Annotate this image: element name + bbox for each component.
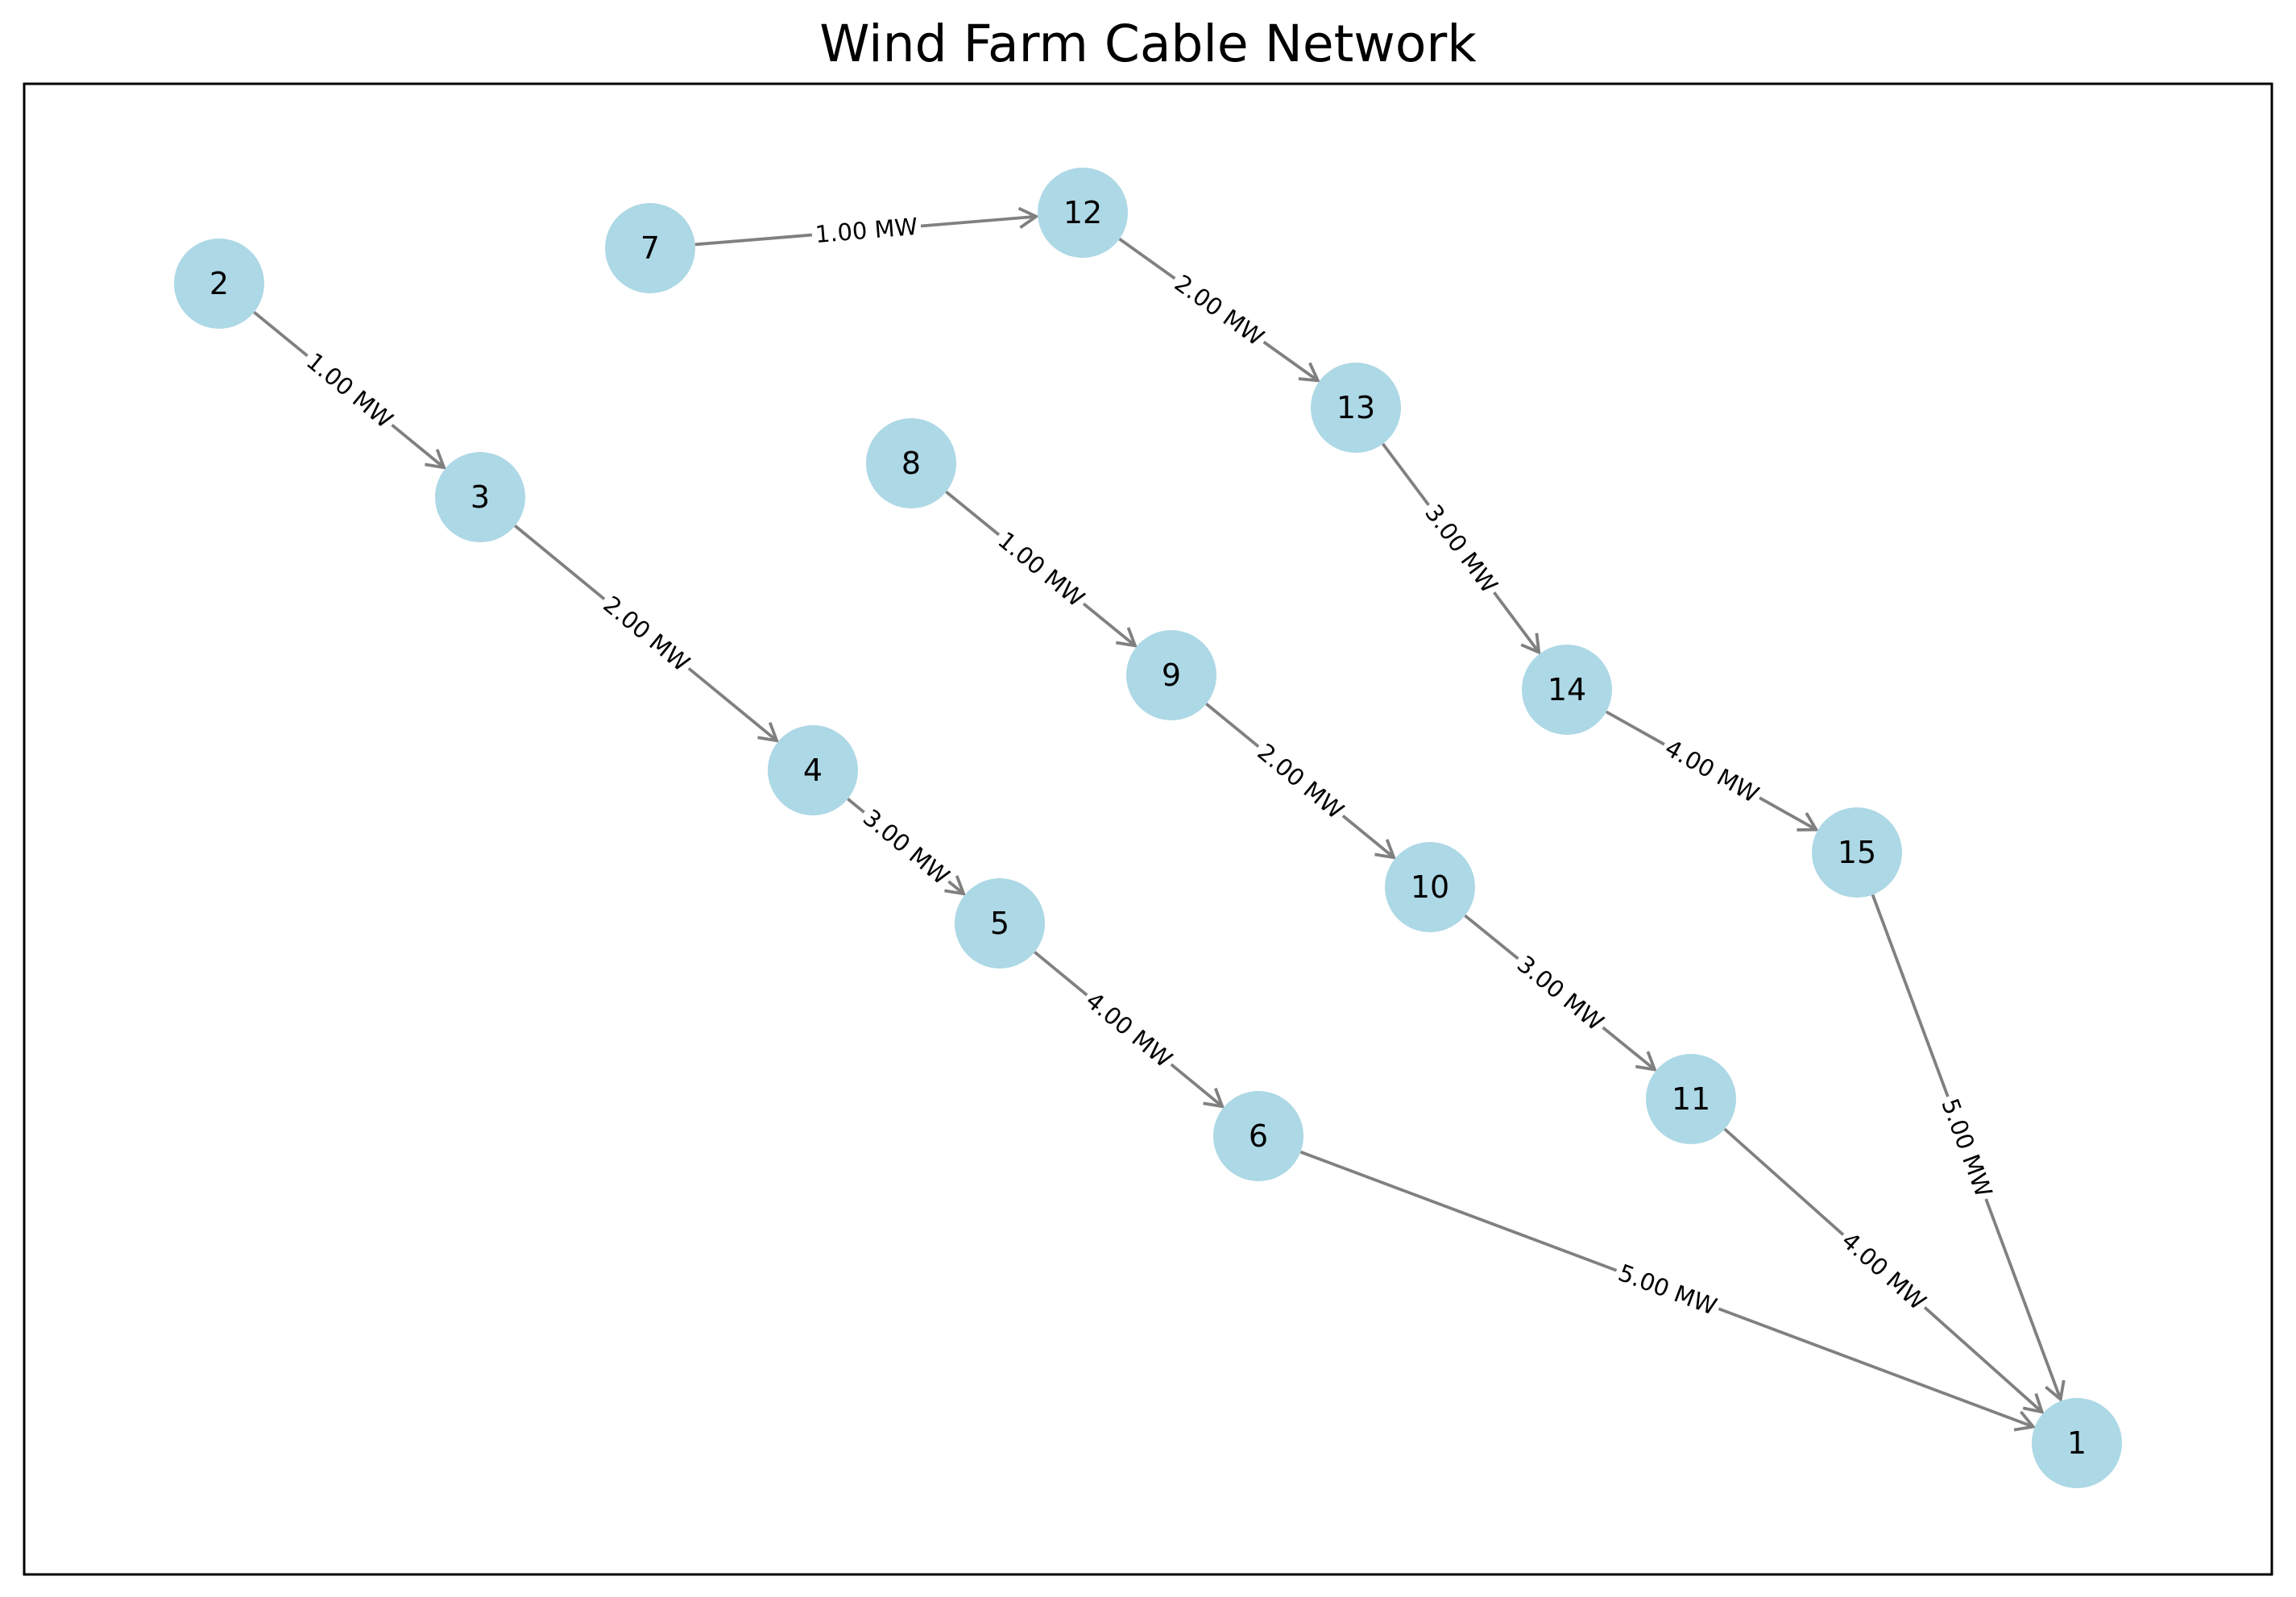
edge-label-background bbox=[1249, 735, 1353, 828]
arrowhead-14-15 bbox=[1797, 812, 1819, 832]
edge-label-background bbox=[595, 587, 698, 680]
node-label-10: 10 bbox=[1411, 869, 1449, 905]
node-label-11: 11 bbox=[1672, 1081, 1710, 1117]
edge-label-group-2-3: 1.00 MW bbox=[298, 344, 401, 437]
edge-label-background bbox=[1833, 1223, 1935, 1319]
arrowhead-13-14 bbox=[1520, 633, 1541, 655]
node-label-8: 8 bbox=[901, 446, 921, 481]
arrowhead-4-5 bbox=[944, 875, 967, 896]
edge-label-5-6: 4.00 MW bbox=[1080, 986, 1177, 1072]
node-5 bbox=[955, 878, 1045, 969]
node-label-7: 7 bbox=[640, 230, 660, 266]
edge-label-background bbox=[1416, 496, 1506, 602]
node-label-1: 1 bbox=[2067, 1425, 2087, 1461]
arrowhead-6-1 bbox=[2013, 1410, 2037, 1432]
node-label-2: 2 bbox=[209, 266, 229, 301]
edge-label-group-6-1: 5.00 MW bbox=[1611, 1256, 1724, 1323]
edge-label-background bbox=[298, 344, 401, 437]
edge-label-15-1: 5.00 MW bbox=[1936, 1095, 1997, 1201]
edge-label-background bbox=[1077, 984, 1181, 1076]
node-label-9: 9 bbox=[1162, 657, 1181, 693]
node-4 bbox=[768, 725, 858, 815]
node-3 bbox=[435, 452, 525, 542]
arrowhead-7-12 bbox=[1017, 206, 1039, 229]
edge-label-group-9-10: 2.00 MW bbox=[1249, 735, 1353, 828]
edge-label-8-9: 1.00 MW bbox=[993, 526, 1089, 612]
edge-label-background bbox=[1166, 266, 1273, 355]
node-label-6: 6 bbox=[1249, 1118, 1268, 1154]
edge-label-12-13: 2.00 MW bbox=[1170, 269, 1270, 351]
node-label-15: 15 bbox=[1838, 835, 1876, 870]
edge-label-group-11-1: 4.00 MW bbox=[1833, 1223, 1935, 1319]
edge-label-background bbox=[989, 523, 1093, 616]
edge-label-11-1: 4.00 MW bbox=[1837, 1226, 1932, 1315]
edge-label-2-3: 1.00 MW bbox=[301, 347, 398, 433]
node-13 bbox=[1311, 363, 1401, 453]
edge-label-background bbox=[1657, 732, 1767, 811]
node-label-5: 5 bbox=[990, 906, 1009, 941]
edge-label-group-15-1: 5.00 MW bbox=[1933, 1091, 2000, 1205]
edge-label-group-4-5: 3.00 MW bbox=[855, 801, 958, 893]
edge-label-group-7-12: 1.00 MW bbox=[810, 211, 922, 250]
node-label-12: 12 bbox=[1063, 195, 1102, 230]
arrowhead-15-1 bbox=[2045, 1379, 2066, 1403]
edge-label-9-10: 2.00 MW bbox=[1252, 738, 1349, 824]
arrowhead-8-9 bbox=[1116, 627, 1138, 648]
edge-label-background bbox=[810, 211, 922, 250]
edge-label-6-1: 5.00 MW bbox=[1614, 1259, 1720, 1321]
node-10 bbox=[1385, 842, 1475, 932]
edge-label-background bbox=[1611, 1256, 1724, 1323]
edge-label-7-12: 1.00 MW bbox=[814, 213, 919, 248]
node-12 bbox=[1038, 168, 1128, 258]
arrowhead-2-3 bbox=[425, 449, 447, 470]
edges-layer bbox=[253, 206, 2066, 1432]
edge-label-background bbox=[855, 801, 958, 893]
node-label-4: 4 bbox=[803, 753, 823, 788]
arrowhead-9-10 bbox=[1374, 839, 1397, 860]
diagram-title: Wind Farm Cable Network bbox=[819, 15, 1477, 73]
node-15 bbox=[1812, 807, 1902, 898]
node-8 bbox=[866, 418, 956, 508]
edge-labels-layer: 1.00 MW2.00 MW3.00 MW4.00 MW5.00 MW1.00 … bbox=[298, 211, 2000, 1323]
edge-label-4-5: 3.00 MW bbox=[858, 803, 955, 890]
arrowhead-10-11 bbox=[1635, 1051, 1657, 1072]
node-9 bbox=[1126, 630, 1216, 720]
node-6 bbox=[1213, 1091, 1303, 1181]
edge-label-group-13-14: 3.00 MW bbox=[1416, 496, 1506, 602]
edge-label-10-11: 3.00 MW bbox=[1512, 950, 1609, 1036]
edge-label-group-8-9: 1.00 MW bbox=[989, 523, 1093, 616]
node-2 bbox=[174, 239, 264, 329]
node-label-14: 14 bbox=[1548, 672, 1586, 707]
edge-label-group-12-13: 2.00 MW bbox=[1166, 266, 1273, 355]
arrowhead-12-13 bbox=[1298, 362, 1320, 383]
node-11 bbox=[1646, 1054, 1736, 1144]
edge-label-group-14-15: 4.00 MW bbox=[1657, 732, 1767, 811]
node-label-3: 3 bbox=[470, 479, 490, 515]
edge-label-background bbox=[1509, 947, 1612, 1039]
edge-label-group-10-11: 3.00 MW bbox=[1509, 947, 1612, 1039]
node-7 bbox=[605, 203, 695, 293]
edge-label-group-3-4: 2.00 MW bbox=[595, 587, 698, 680]
edge-label-3-4: 2.00 MW bbox=[598, 591, 694, 677]
arrowhead-3-4 bbox=[757, 722, 780, 743]
node-14 bbox=[1522, 645, 1612, 735]
edge-label-group-5-6: 4.00 MW bbox=[1077, 984, 1181, 1076]
edge-label-13-14: 3.00 MW bbox=[1419, 500, 1503, 598]
edge-label-background bbox=[1933, 1091, 2000, 1205]
arrowhead-11-1 bbox=[2022, 1393, 2045, 1414]
edge-label-14-15: 4.00 MW bbox=[1660, 734, 1763, 808]
arrowhead-5-6 bbox=[1203, 1088, 1225, 1109]
plot-frame bbox=[23, 82, 2273, 1576]
node-label-13: 13 bbox=[1337, 390, 1375, 425]
node-1 bbox=[2032, 1398, 2122, 1488]
